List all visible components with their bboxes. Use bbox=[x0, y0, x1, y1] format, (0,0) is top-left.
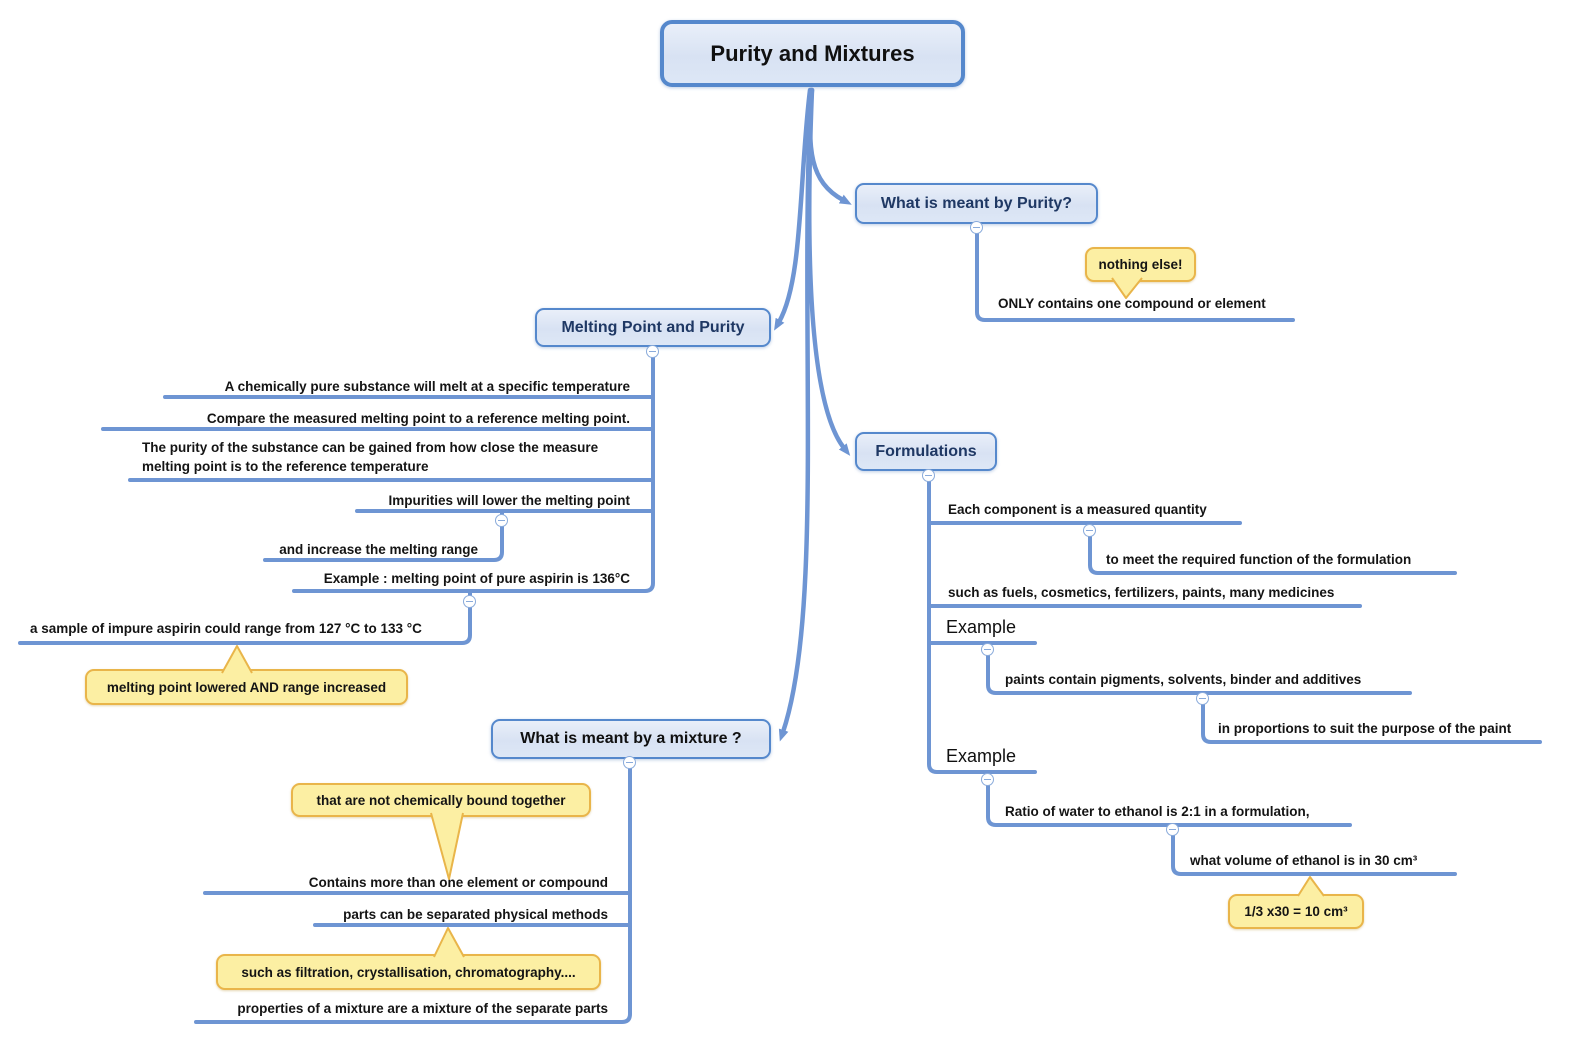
collapse-toggle-melting[interactable] bbox=[646, 345, 659, 358]
callout-tail bbox=[430, 812, 464, 880]
subtopic-example-aspirin[interactable]: Example : melting point of pure aspirin … bbox=[323, 571, 630, 586]
subtopic-properties-mixture[interactable]: properties of a mixture are a mixture of… bbox=[237, 1001, 608, 1016]
subtopic-what-volume-ethanol[interactable]: what volume of ethanol is in 30 cm³ bbox=[1190, 853, 1418, 868]
collapse-toggle-ratio[interactable] bbox=[1166, 823, 1179, 836]
callout-tail bbox=[1297, 876, 1325, 897]
subtopic-contains-more-than-one[interactable]: Contains more than one element or compou… bbox=[308, 875, 608, 890]
node-what-is-purity[interactable]: What is meant by Purity? bbox=[855, 183, 1098, 224]
subtopic-compare-melting-point[interactable]: Compare the measured melting point to a … bbox=[206, 411, 630, 426]
subtopic-meet-function[interactable]: to meet the required function of the for… bbox=[1106, 552, 1412, 567]
node-root[interactable]: Purity and Mixtures bbox=[660, 20, 965, 87]
subtopic-each-component[interactable]: Each component is a measured quantity bbox=[948, 502, 1207, 517]
subtopic-pure-substance-melt[interactable]: A chemically pure substance will melt at… bbox=[224, 379, 630, 394]
collapse-toggle-impurities[interactable] bbox=[495, 514, 508, 527]
subtopic-increase-range[interactable]: and increase the melting range bbox=[279, 542, 478, 557]
collapse-toggle-paints[interactable] bbox=[1196, 692, 1209, 705]
subtopic-such-as-fuels[interactable]: such as fuels, cosmetics, fertilizers, p… bbox=[948, 585, 1335, 600]
callout-tail bbox=[221, 645, 253, 674]
node-melting-point[interactable]: Melting Point and Purity bbox=[535, 308, 771, 347]
melting-topic-label: Melting Point and Purity bbox=[561, 318, 745, 336]
curve-root-to-melting bbox=[774, 87, 813, 331]
collapse-toggle-each-component[interactable] bbox=[1083, 524, 1096, 537]
subtopic-in-proportions[interactable]: in proportions to suit the purpose of th… bbox=[1218, 721, 1512, 736]
curve-root-to-mixture bbox=[778, 87, 814, 742]
mixture-topic-label: What is meant by a mixture ? bbox=[520, 730, 742, 747]
collapse-toggle-formulations[interactable] bbox=[922, 469, 935, 482]
subtopic-paints-contain[interactable]: paints contain pigments, solvents, binde… bbox=[1005, 672, 1362, 687]
curve-root-to-formulations bbox=[807, 87, 851, 456]
formulations-topic-label: Formulations bbox=[875, 442, 977, 460]
curve-root-to-purity bbox=[807, 87, 852, 205]
collapse-toggle-example-paints[interactable] bbox=[981, 643, 994, 656]
collapse-toggle-example-aspirin[interactable] bbox=[463, 595, 476, 608]
callout-tail bbox=[1111, 277, 1143, 299]
callout-one-third[interactable]: 1/3 x30 = 10 cm³ bbox=[1228, 894, 1364, 929]
collapse-toggle-example-ratio[interactable] bbox=[981, 773, 994, 786]
collapse-toggle-mixture[interactable] bbox=[623, 756, 636, 769]
collapse-toggle-purity[interactable] bbox=[970, 221, 983, 234]
node-what-is-mixture[interactable]: What is meant by a mixture ? bbox=[491, 719, 771, 759]
callout-tail bbox=[433, 927, 465, 958]
callout-not-chemically-bound[interactable]: that are not chemically bound together bbox=[291, 783, 591, 817]
subtopic-impure-aspirin-range[interactable]: a sample of impure aspirin could range f… bbox=[30, 621, 422, 636]
subtopic-only-one-compound[interactable]: ONLY contains one compound or element bbox=[998, 296, 1266, 311]
callout-nothing-else[interactable]: nothing else! bbox=[1085, 247, 1196, 282]
subtopic-example-paints-header[interactable]: Example bbox=[946, 617, 1017, 637]
root-label: Purity and Mixtures bbox=[710, 40, 915, 66]
callout-filtration[interactable]: such as filtration, crystallisation, chr… bbox=[216, 954, 601, 990]
node-formulations[interactable]: Formulations bbox=[855, 432, 997, 471]
subtopic-impurities-lower[interactable]: Impurities will lower the melting point bbox=[388, 493, 630, 508]
subtopic-parts-separated[interactable]: parts can be separated physical methods bbox=[343, 907, 608, 922]
subtopic-purity-gained[interactable]: The purity of the substance can be gaine… bbox=[142, 440, 599, 474]
subtopic-ratio-water-ethanol[interactable]: Ratio of water to ethanol is 2:1 in a fo… bbox=[1005, 804, 1310, 819]
subtopic-example-ratio-header[interactable]: Example bbox=[946, 746, 1017, 766]
purity-topic-label: What is meant by Purity? bbox=[880, 194, 1073, 212]
callout-melting-lowered[interactable]: melting point lowered AND range increase… bbox=[85, 669, 408, 705]
